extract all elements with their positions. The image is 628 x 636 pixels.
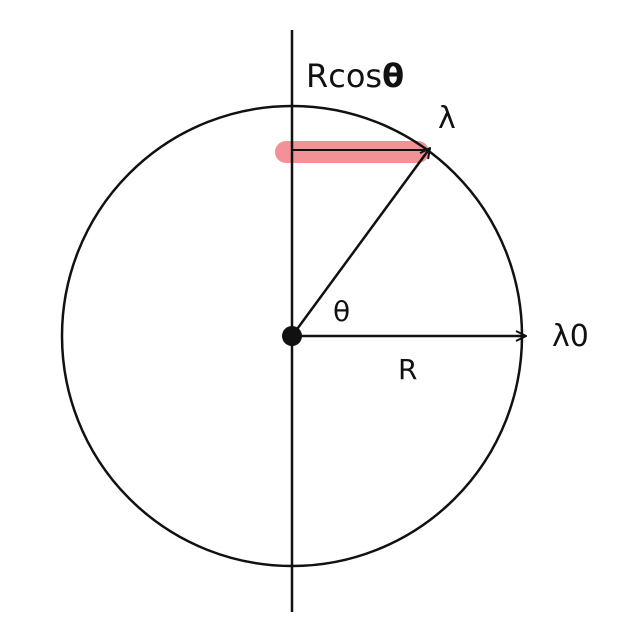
rotated-endpoint-label: λ [438, 101, 456, 136]
center-point [282, 326, 302, 346]
projection-label: Rcosθ [306, 60, 404, 92]
radius-label: R [398, 353, 418, 386]
projection-label-prefix: Rcos [306, 57, 383, 95]
angle-label: θ [333, 295, 351, 328]
projection-label-angle: θ [382, 57, 405, 95]
reference-endpoint-label: λ0 [552, 319, 589, 354]
rotated-radius-arrow [290, 148, 430, 337]
